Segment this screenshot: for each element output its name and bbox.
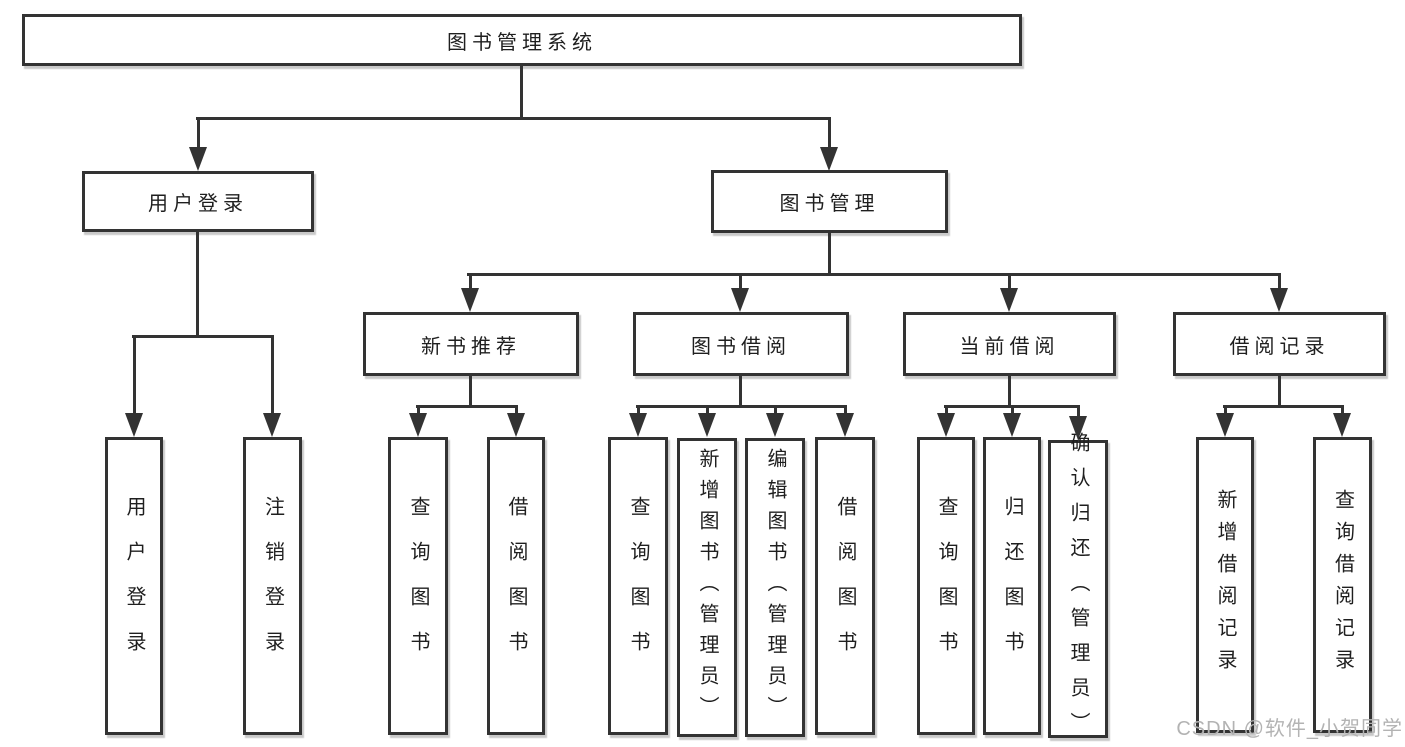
arrow-down-icon (766, 413, 784, 437)
connector-current-borrowing-drop (1008, 376, 1011, 408)
node-label: 图书管理 (779, 193, 880, 215)
node-label: 用户登录 (123, 496, 145, 676)
arrow-down-icon (629, 413, 647, 437)
arrow-shaft (1341, 405, 1344, 415)
leaf-return-book: 归还图书 (983, 437, 1041, 735)
arrow-down-icon (125, 413, 143, 437)
leaf-add-borrow-record: 新增借阅记录 (1196, 437, 1254, 733)
arrow-down-icon (1270, 288, 1288, 312)
node-label: 用户登录 (148, 193, 248, 215)
connector-rail-book-management (467, 273, 1281, 276)
arrow-shaft (1008, 273, 1011, 290)
arrow-shaft (1224, 405, 1227, 415)
arrow-shaft (197, 117, 200, 149)
arrow-down-icon (409, 413, 427, 437)
arrow-down-icon (731, 288, 749, 312)
arrow-down-icon (1216, 413, 1234, 437)
node-new-book-recommend: 新书推荐 (363, 312, 579, 376)
arrow-down-icon (1333, 413, 1351, 437)
node-label: 新书推荐 (421, 335, 521, 358)
watermark: CSDN @软件_小贺同学 (1176, 718, 1403, 740)
node-label: 借阅记录 (1229, 335, 1330, 358)
arrow-shaft (828, 117, 831, 149)
arrow-shaft (844, 405, 847, 415)
node-label: 查询图书 (935, 496, 957, 676)
leaf-confirm-return-admin: 确认归还（管理员） (1048, 432, 1108, 747)
arrow-down-icon (1069, 416, 1087, 440)
node-label: 图书借阅 (691, 335, 791, 358)
arrow-shaft (739, 273, 742, 290)
connector-user-login-drop (196, 232, 199, 338)
arrow-down-icon (1000, 288, 1018, 312)
connector-rail-borrowing-records (1223, 405, 1344, 408)
arrow-shaft (774, 405, 777, 415)
leaf-borrow-books-recommend: 借阅图书 (487, 437, 545, 735)
connector-new-book-drop (469, 376, 472, 408)
arrow-shaft (515, 405, 518, 415)
leaf-query-books-recommend: 查询图书 (388, 437, 448, 735)
connector-book-borrowing-drop (739, 376, 742, 408)
node-user-login: 用户登录 (82, 171, 314, 232)
leaf-borrow-books-borrowing: 借阅图书 (815, 437, 875, 735)
connector-book-management-drop (828, 233, 831, 276)
node-label: 当前借阅 (959, 335, 1060, 358)
leaf-user-login: 用户登录 (105, 437, 163, 735)
arrow-down-icon (820, 147, 838, 171)
node-label: 确认归还（管理员） (1067, 431, 1089, 747)
arrow-shaft (133, 335, 136, 415)
connector-rail-book-borrowing (636, 405, 847, 408)
arrow-shaft (469, 273, 472, 290)
node-label: 查询图书 (407, 496, 429, 676)
node-label: 查询图书 (627, 496, 649, 676)
arrow-down-icon (507, 413, 525, 437)
node-label: 借阅图书 (505, 496, 527, 676)
node-label: 查询借阅记录 (1331, 489, 1354, 681)
node-label: 借阅图书 (834, 496, 856, 676)
node-book-borrowing: 图书借阅 (633, 312, 849, 376)
node-label: 新增借阅记录 (1214, 489, 1236, 681)
connector-rail-level1 (196, 117, 831, 120)
arrow-down-icon (836, 413, 854, 437)
node-label: 新增图书（管理员） (696, 448, 718, 727)
leaf-logout: 注销登录 (243, 437, 302, 735)
connector-rail-user-login (132, 335, 274, 338)
node-current-borrowing: 当前借阅 (903, 312, 1116, 376)
leaf-query-borrow-record: 查询借阅记录 (1313, 437, 1372, 733)
connector-root-drop (520, 66, 523, 120)
arrow-down-icon (937, 413, 955, 437)
arrow-down-icon (189, 147, 207, 171)
arrow-shaft (417, 405, 420, 415)
arrow-down-icon (461, 288, 479, 312)
leaf-edit-book-admin: 编辑图书（管理员） (745, 438, 805, 737)
connector-rail-new-book (416, 405, 518, 408)
node-label: 图书管理系统 (447, 31, 597, 54)
connector-borrowing-records-drop (1278, 376, 1281, 408)
arrow-shaft (271, 335, 274, 415)
node-label: 注销登录 (261, 496, 284, 676)
arrow-shaft (945, 405, 948, 415)
leaf-add-book-admin: 新增图书（管理员） (677, 438, 737, 737)
arrow-shaft (1077, 405, 1080, 418)
node-book-management: 图书管理 (711, 170, 948, 233)
arrow-shaft (1011, 405, 1014, 415)
arrow-shaft (1278, 273, 1281, 290)
arrow-down-icon (698, 413, 716, 437)
arrow-down-icon (1003, 413, 1021, 437)
node-label: 归还图书 (1001, 496, 1023, 676)
node-root-library-system: 图书管理系统 (22, 14, 1022, 66)
node-borrowing-records: 借阅记录 (1173, 312, 1386, 376)
arrow-shaft (706, 405, 709, 415)
arrow-down-icon (263, 413, 281, 437)
leaf-query-books-current: 查询图书 (917, 437, 975, 735)
leaf-query-books-borrowing: 查询图书 (608, 437, 668, 735)
arrow-shaft (637, 405, 640, 415)
node-label: 编辑图书（管理员） (764, 448, 786, 727)
